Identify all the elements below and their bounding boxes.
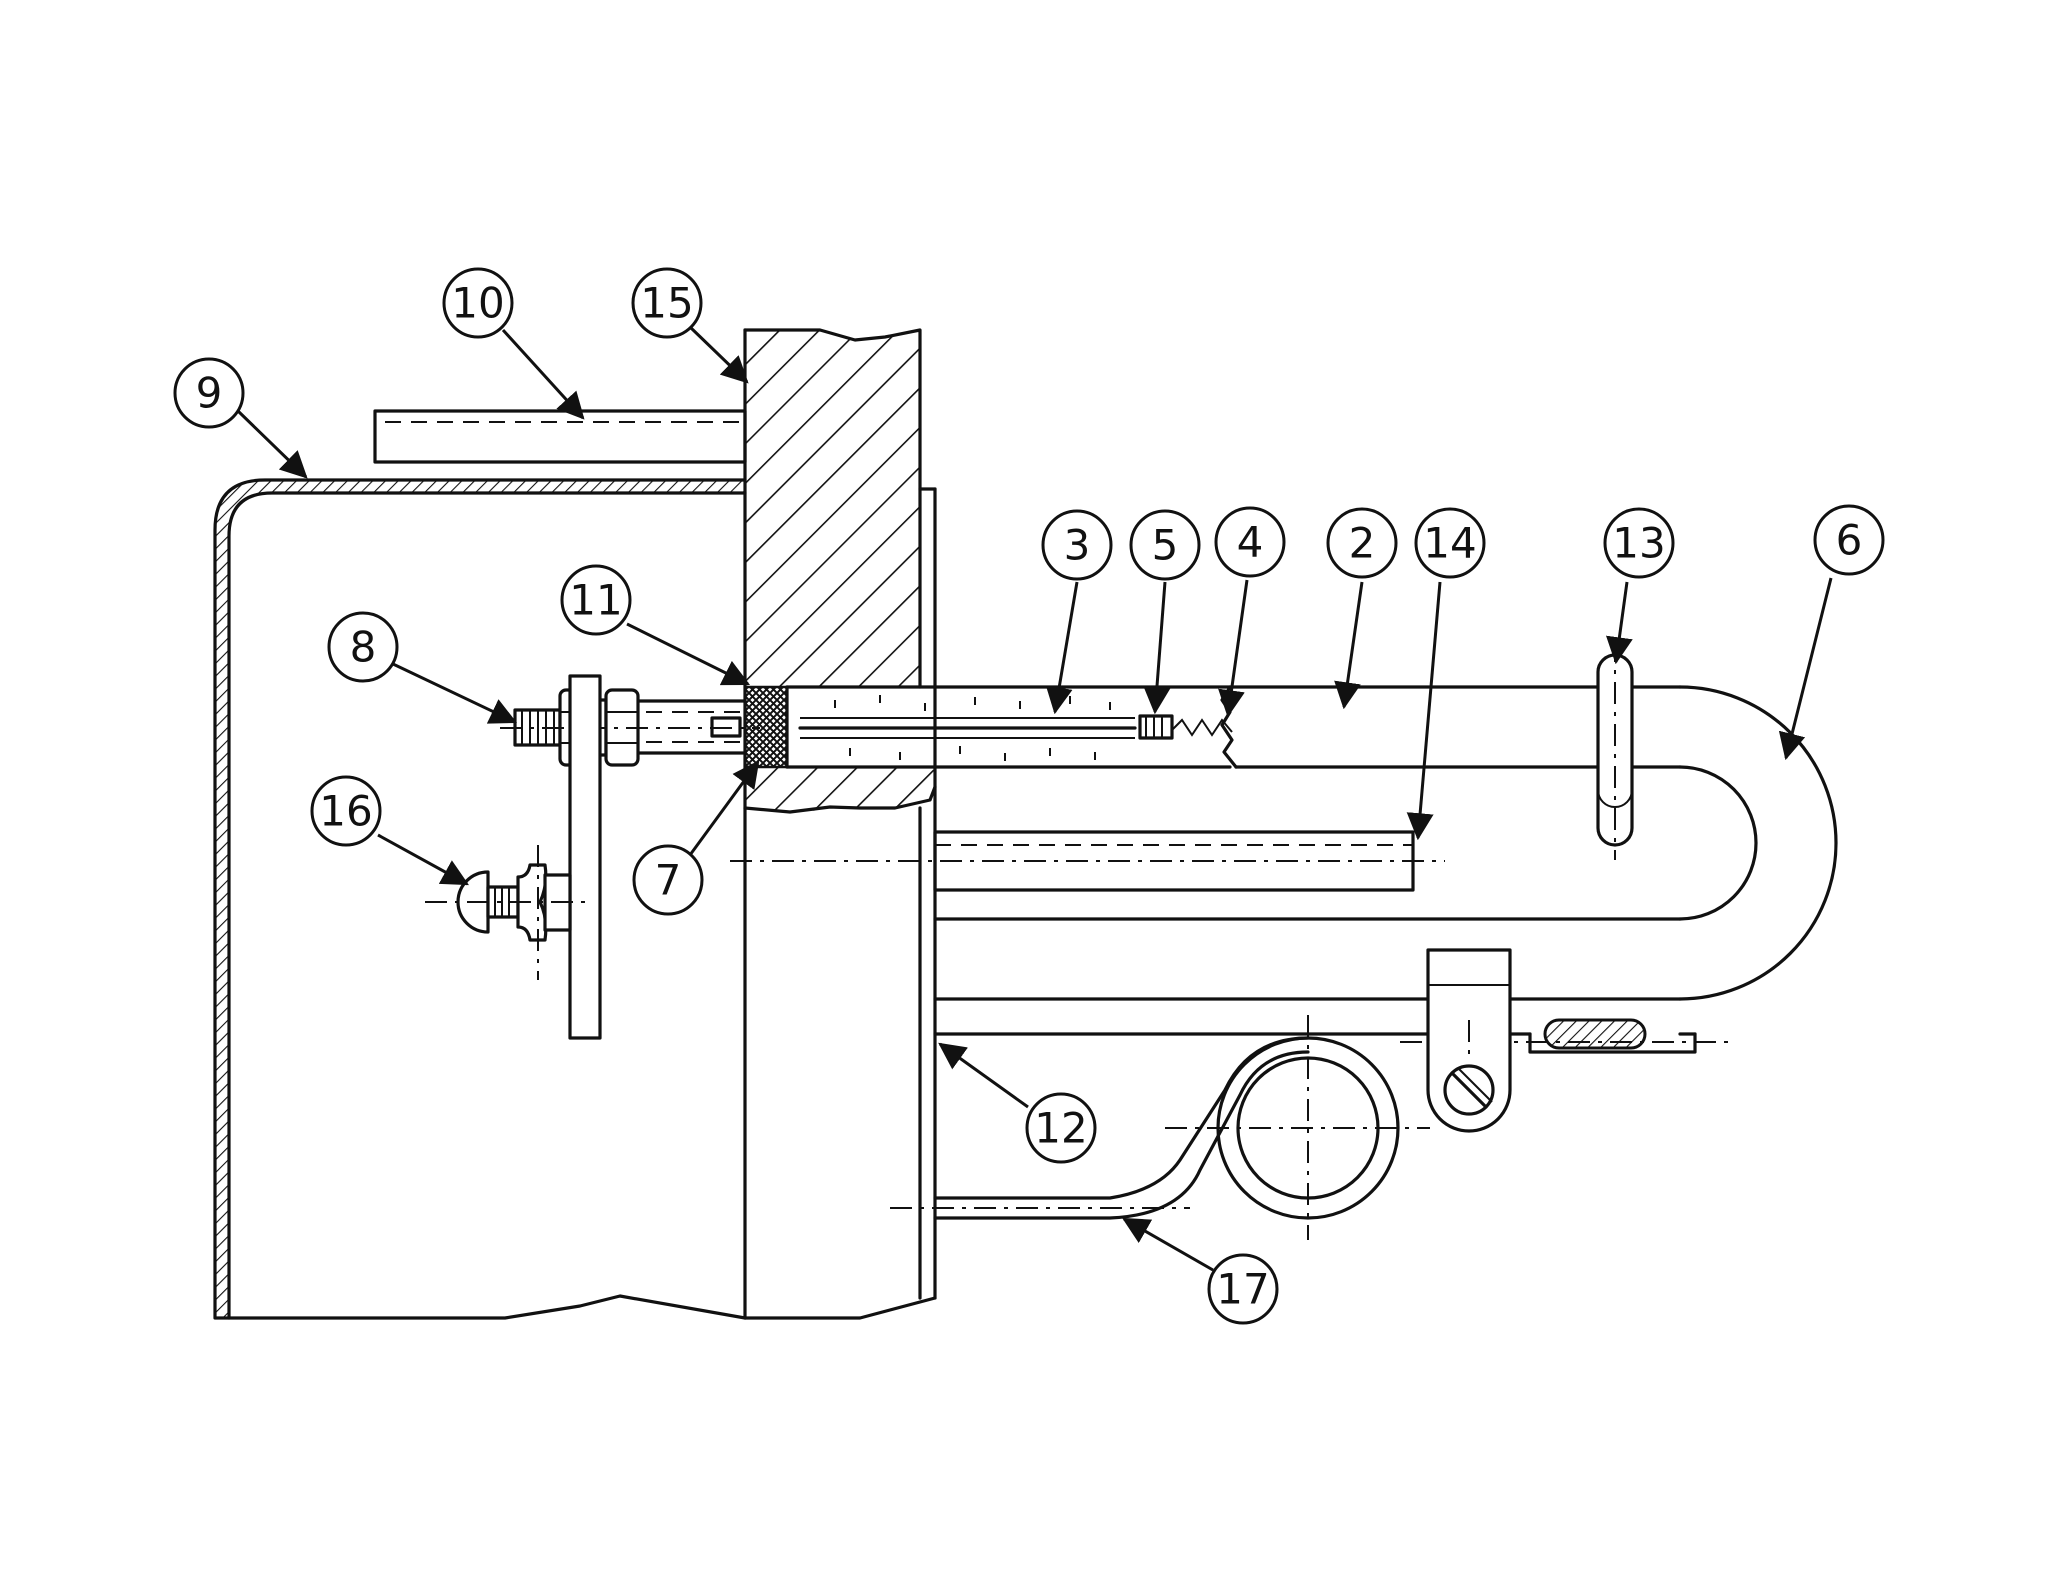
callout-4: 4 [1214, 506, 1286, 578]
callout-5: 5 [1129, 509, 1201, 581]
callout-14: 14 [1414, 507, 1486, 579]
callout-label: 2 [1349, 519, 1376, 568]
callout-label: 6 [1836, 516, 1863, 565]
housing-cabinet [213, 478, 747, 1320]
top-plate [373, 409, 747, 464]
callout-11: 11 [560, 564, 632, 636]
pin [1596, 640, 1634, 860]
callout-label: 3 [1064, 521, 1091, 570]
callout-label: 12 [1034, 1104, 1087, 1153]
callout-label: 4 [1237, 518, 1264, 567]
callout-label: 14 [1423, 519, 1476, 568]
callout-17: 17 [1207, 1253, 1279, 1325]
callout-8: 8 [327, 611, 399, 683]
clamp-bracket [1426, 948, 1512, 1133]
callout-2: 2 [1326, 507, 1398, 579]
callout-label: 7 [655, 856, 682, 905]
callout-label: 11 [569, 576, 622, 625]
wire-coil [890, 1015, 1430, 1240]
callout-3: 3 [1041, 509, 1113, 581]
knob [425, 845, 585, 980]
callout-label: 9 [196, 369, 223, 418]
callout-label: 5 [1152, 521, 1179, 570]
callout-label: 8 [350, 623, 377, 672]
callout-label: 13 [1612, 519, 1665, 568]
bracket-plate [568, 674, 602, 1040]
callout-6: 6 [1813, 504, 1885, 576]
callout-9: 9 [173, 357, 245, 429]
wall-section [743, 328, 937, 1320]
callout-label: 17 [1216, 1265, 1269, 1314]
leader-lines [236, 325, 1833, 1272]
callout-10: 10 [442, 267, 514, 339]
callout-13: 13 [1603, 507, 1675, 579]
callout-7: 7 [632, 844, 704, 916]
callout-15: 15 [631, 267, 703, 339]
callout-label: 15 [640, 279, 693, 328]
bar [730, 830, 1445, 892]
callout-label: 10 [451, 279, 504, 328]
callout-16: 16 [310, 775, 382, 847]
u-tube [933, 685, 1838, 1054]
callout-12: 12 [1025, 1092, 1097, 1164]
callout-label: 16 [319, 787, 372, 836]
